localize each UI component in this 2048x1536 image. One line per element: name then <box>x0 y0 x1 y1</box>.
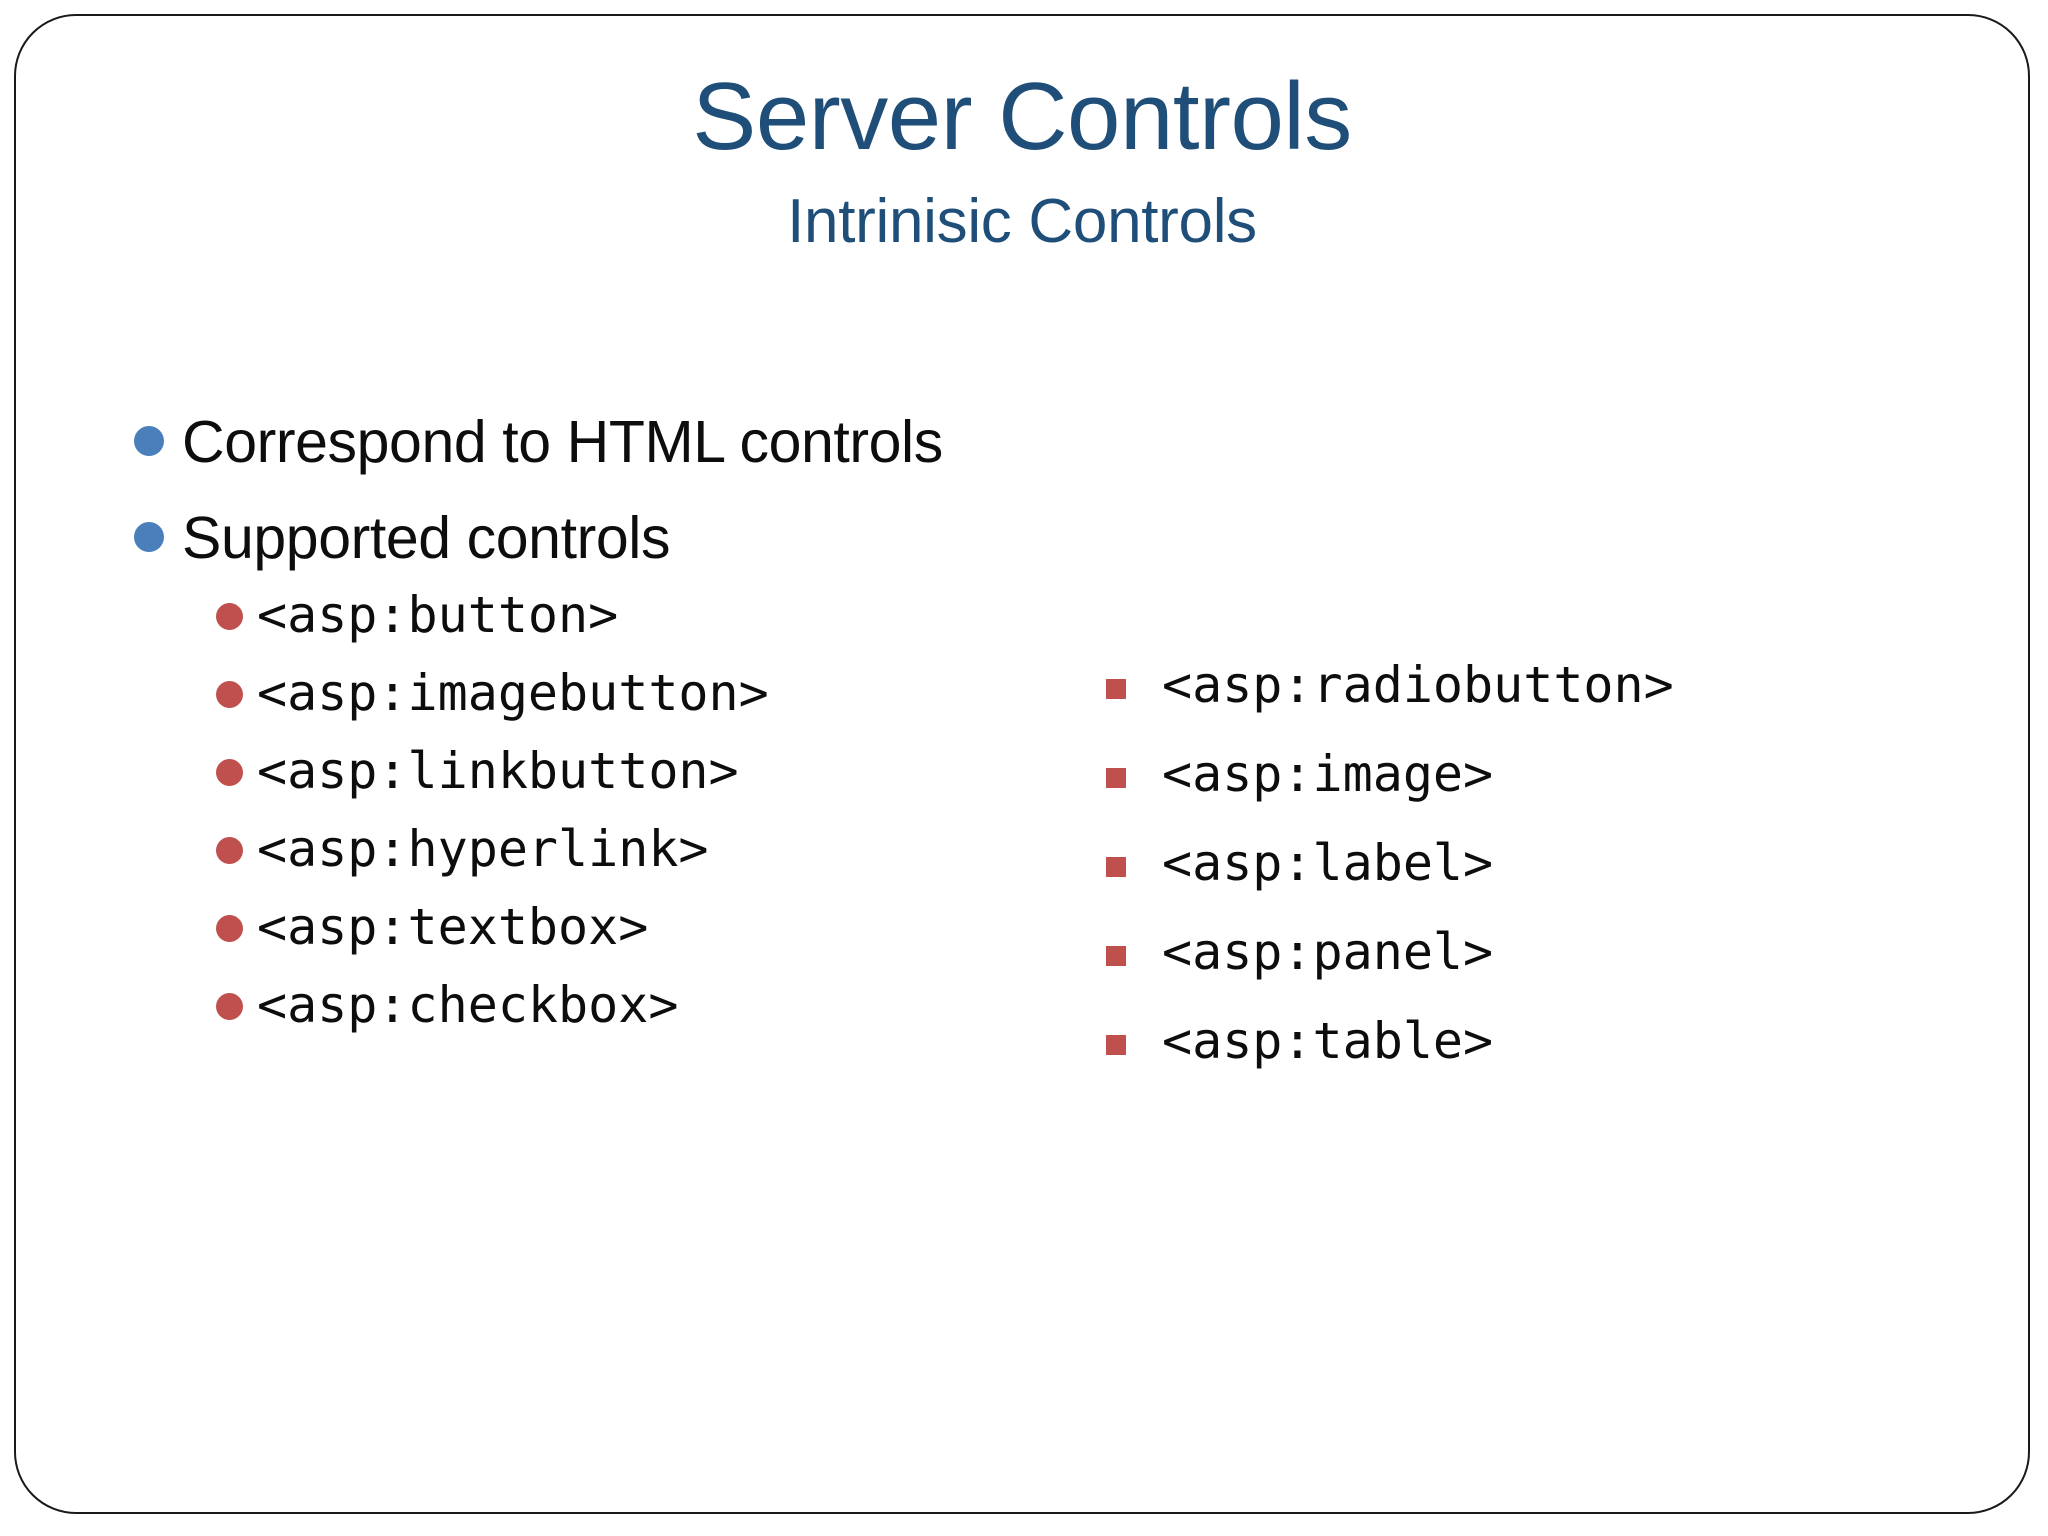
level1-bullet-label: Supported controls <box>182 504 671 571</box>
right-control-column: <asp:radiobutton> <asp:image> <asp:label… <box>1106 656 1966 1101</box>
control-tag-label: <asp:linkbutton> <box>257 742 739 800</box>
control-tag-label: <asp:checkbox> <box>257 976 679 1034</box>
circle-bullet-icon <box>134 426 164 456</box>
control-tag-label: <asp:hyperlink> <box>257 820 709 878</box>
control-tag-label: <asp:imagebutton> <box>257 664 769 722</box>
slide-body: Correspond to HTML controls Supported co… <box>16 396 2028 1456</box>
circle-bullet-icon <box>216 603 243 630</box>
level1-bullet-label: Correspond to HTML controls <box>182 409 943 475</box>
control-tag-label: <asp:radiobutton> <box>1162 656 1674 714</box>
left-control-column: <asp:button> <asp:imagebutton> <asp:link… <box>216 586 976 1054</box>
list-item: Correspond to HTML controls <box>134 408 1334 478</box>
control-tag-label: <asp:textbox> <box>257 898 649 956</box>
circle-bullet-icon <box>216 993 243 1020</box>
list-item: <asp:imagebutton> <box>216 664 976 723</box>
square-bullet-icon <box>1106 679 1126 699</box>
square-bullet-icon <box>1106 857 1126 877</box>
circle-bullet-icon <box>216 681 243 708</box>
sub-bullet-columns: <asp:button> <asp:imagebutton> <asp:link… <box>16 586 2028 1146</box>
square-bullet-icon <box>1106 946 1126 966</box>
list-item: <asp:button> <box>216 586 976 645</box>
circle-bullet-icon <box>216 915 243 942</box>
square-bullet-icon <box>1106 1035 1126 1055</box>
list-item: <asp:label> <box>1106 834 1966 893</box>
circle-bullet-icon <box>216 837 243 864</box>
circle-bullet-icon <box>216 759 243 786</box>
control-tag-label: <asp:image> <box>1162 745 1494 803</box>
list-item: <asp:table> <box>1106 1012 1966 1071</box>
control-tag-label: <asp:button> <box>257 586 619 644</box>
list-item: <asp:checkbox> <box>216 976 976 1035</box>
list-item: <asp:image> <box>1106 745 1966 804</box>
list-item: <asp:hyperlink> <box>216 820 976 879</box>
page-title: Server Controls <box>692 63 1352 170</box>
slide-frame: Server Controls Intrinisic Controls Corr… <box>14 14 2030 1514</box>
list-item: <asp:textbox> <box>216 898 976 957</box>
circle-bullet-icon <box>134 521 164 552</box>
level1-bullet-list: Correspond to HTML controls Supported co… <box>134 408 1334 599</box>
control-tag-label: <asp:table> <box>1162 1012 1494 1070</box>
square-bullet-icon <box>1106 768 1126 788</box>
list-item: <asp:panel> <box>1106 923 1966 982</box>
list-item: Supported controls <box>134 504 1334 574</box>
list-item: <asp:radiobutton> <box>1106 656 1966 715</box>
control-tag-label: <asp:panel> <box>1162 923 1494 981</box>
page-subtitle: Intrinisic Controls <box>787 186 1257 256</box>
title-block: Server Controls Intrinisic Controls <box>16 64 2028 257</box>
control-tag-label: <asp:label> <box>1162 834 1494 892</box>
list-item: <asp:linkbutton> <box>216 742 976 801</box>
